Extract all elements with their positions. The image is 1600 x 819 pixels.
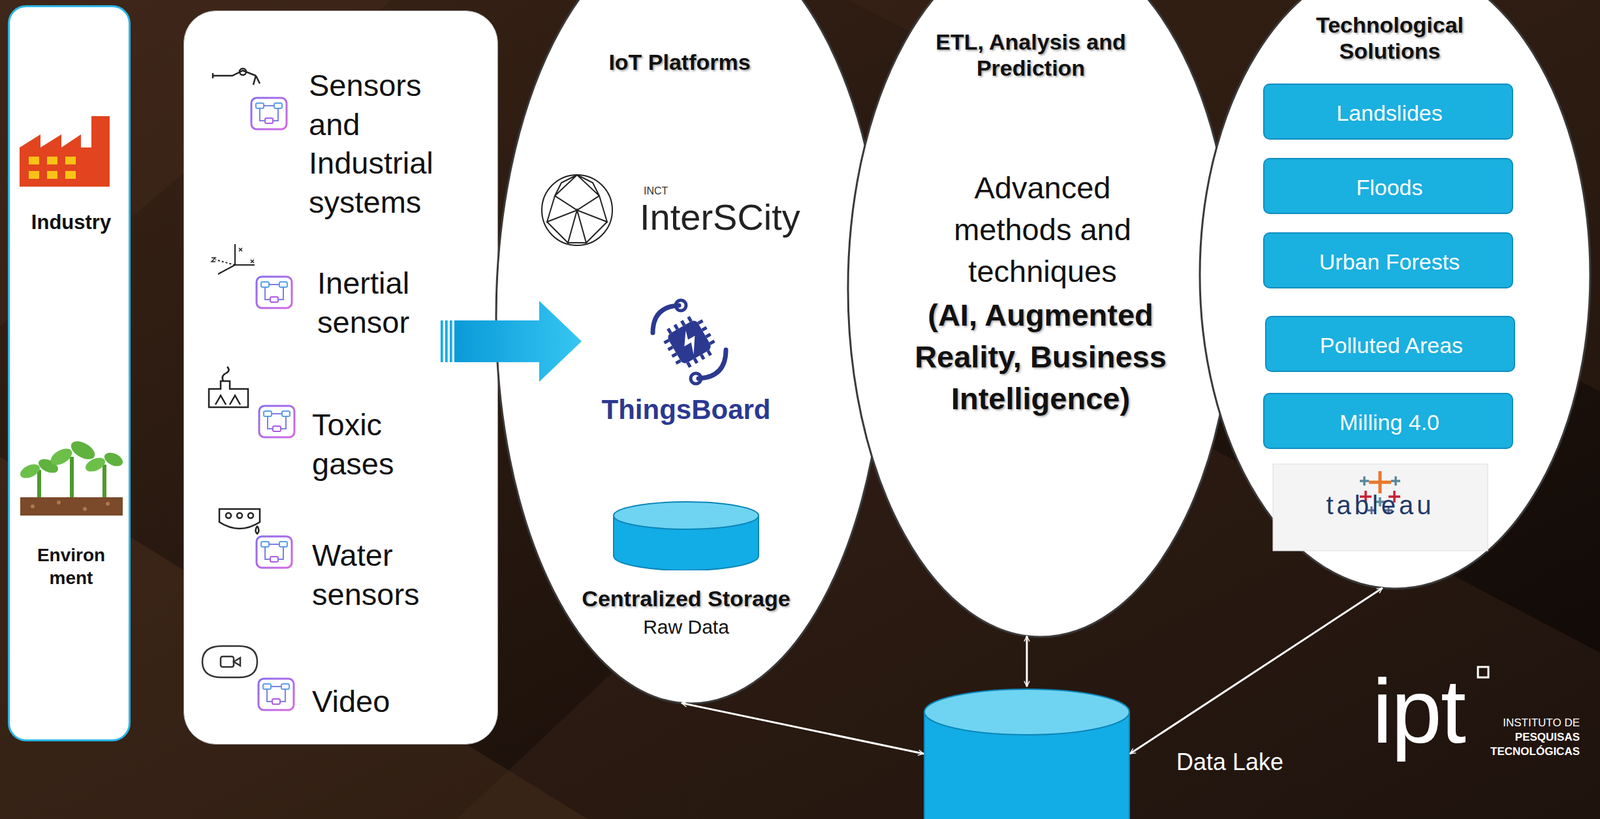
node-text: Inertial sensor xyxy=(317,263,468,342)
logo-text: ipt xyxy=(1372,665,1465,758)
solution-box: Floods xyxy=(1263,157,1514,215)
arrow-stripe xyxy=(445,320,448,363)
node-text: Sensors and Industrial systems xyxy=(308,65,459,222)
axes-icon xyxy=(211,244,255,275)
node-text: ETL, Analysis and Prediction xyxy=(919,28,1142,81)
connector-line xyxy=(1026,636,1029,687)
solution-box: Urban Forests xyxy=(1263,232,1514,289)
node-text: Environ ment xyxy=(25,543,117,590)
node-text: Data Lake xyxy=(1176,748,1284,777)
sensor-panel: Sensors and Industrial systemsInertial s… xyxy=(183,10,499,745)
arrow-body xyxy=(454,300,582,382)
node-text: IoT Platforms xyxy=(581,48,778,76)
plant-icon xyxy=(18,437,126,516)
gas-icon xyxy=(208,366,249,408)
logo-text: tableau xyxy=(1272,490,1488,521)
node-text: InterSCity xyxy=(639,195,801,239)
connector-line xyxy=(681,703,924,754)
block-arrow xyxy=(440,300,582,382)
solution-box: Milling 4.0 xyxy=(1263,392,1514,450)
arrow-stripe xyxy=(449,320,453,363)
category-panel: IndustryEnviron ment xyxy=(7,5,131,742)
node-text: Water sensors xyxy=(312,535,463,614)
robot-arm-icon xyxy=(212,68,260,85)
thingsboard-logo xyxy=(652,300,726,384)
node-text: Toxic gases xyxy=(312,405,463,484)
connector-line xyxy=(1129,588,1383,754)
tableau-logo xyxy=(1272,464,1488,551)
video-icon xyxy=(202,646,258,678)
institute-name: PESQUISAS xyxy=(1449,731,1580,745)
node-text: Advanced methods and techniques xyxy=(925,167,1161,293)
water-icon xyxy=(219,509,260,534)
node-text: Milling 4.0 xyxy=(1264,394,1515,451)
node-text: (AI, Augmented Reality, Business Intelli… xyxy=(909,294,1172,420)
cylinder-shape xyxy=(612,501,760,571)
globe-logo xyxy=(541,174,613,246)
node-text: ThingsBoard xyxy=(565,394,807,426)
solution-box: Polluted Areas xyxy=(1265,315,1516,373)
node-text: Polluted Areas xyxy=(1266,317,1517,374)
node-text: Urban Forests xyxy=(1264,233,1515,290)
etl-ellipse: ETL, Analysis and PredictionAdvanced met… xyxy=(846,0,1235,639)
node-text: Technological Solutions xyxy=(1291,11,1488,64)
node-text: Centralized Storage xyxy=(542,586,830,612)
node-text: Floods xyxy=(1264,159,1515,216)
data-lake-cylinder: Data Lake xyxy=(923,688,1131,819)
arrow-stripe xyxy=(440,320,444,363)
node-text: INCT xyxy=(643,185,668,198)
node-text: Raw Data xyxy=(542,616,830,639)
iot-ellipse: IoT PlatformsINCTInterSCityThingsBoardCe… xyxy=(494,0,887,706)
solution-box: Landslides xyxy=(1263,83,1514,140)
institute-name: INSTITUTO DE xyxy=(1449,716,1580,730)
storage-cylinder: Centralized StorageRaw Data xyxy=(542,501,830,645)
node-text: Industry xyxy=(9,210,133,235)
node-text: Landslides xyxy=(1264,84,1515,142)
institute-name: TECNOLÓGICAS xyxy=(1449,745,1580,759)
node-text: Video xyxy=(312,682,463,722)
factory-icon xyxy=(19,116,110,187)
ipt-mark xyxy=(1477,667,1489,678)
cylinder-shape xyxy=(923,688,1131,819)
